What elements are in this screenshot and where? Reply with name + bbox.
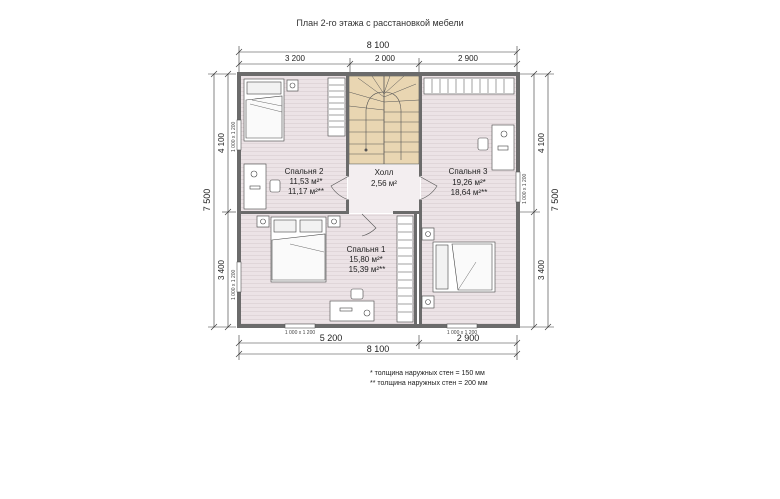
- dim-bottom-segment: 2 900: [457, 333, 480, 343]
- top-dimensions: [235, 46, 521, 72]
- bedroom-1-floor: [241, 214, 414, 324]
- room-name: Спальня 1: [347, 245, 386, 254]
- bedroom-3-furniture: [421, 77, 515, 309]
- staircase: [348, 75, 420, 165]
- dim-left-segment: 3 400: [217, 259, 226, 280]
- dim-top-segment: 3 200: [285, 54, 306, 63]
- window-label: 1 000 x 1 200: [447, 330, 478, 336]
- dim-left-segment: 4 100: [217, 132, 226, 153]
- wardrobe-icon: [423, 77, 515, 95]
- right-dimensions: [520, 70, 554, 331]
- dim-right-segment: 4 100: [537, 132, 546, 153]
- room-name: Холл: [375, 168, 394, 177]
- bottom-dimensions: [235, 335, 521, 360]
- dim-right-total: 7 500: [550, 189, 560, 212]
- room-area: 11,17 м²**: [288, 187, 324, 196]
- dim-left-total: 7 500: [202, 189, 212, 212]
- room-name: Спальня 2: [285, 167, 324, 176]
- dim-top-total: 8 100: [367, 40, 390, 50]
- window-label: 1 000 x 1 200: [231, 121, 237, 152]
- hall-floor: [348, 165, 420, 213]
- chair-icon: [269, 179, 281, 193]
- room-name: Спальня 3: [449, 167, 488, 176]
- plan-title: План 2-го этажа с расстановкой мебели: [296, 18, 463, 28]
- dim-top-segment: 2 900: [458, 54, 479, 63]
- wardrobe-icon: [327, 77, 346, 137]
- window-label: 1 000 x 1 200: [522, 173, 528, 204]
- bedroom-2-furniture: [243, 77, 346, 210]
- room-area: 11,53 м²*: [290, 177, 323, 186]
- dim-bottom-segment: 5 200: [320, 333, 343, 343]
- room-area: 18,64 м²**: [451, 188, 488, 197]
- windows: [236, 119, 521, 329]
- room-area: 19,26 м²*: [452, 178, 486, 187]
- note-line: * толщина наружных стен = 150 мм: [370, 370, 485, 377]
- doors: [330, 175, 438, 237]
- room-area: 2,56 м²: [371, 179, 397, 188]
- note-line: ** толщина наружных стен = 200 мм: [370, 380, 488, 387]
- chair-icon: [477, 137, 489, 151]
- window-label: 1 000 x 1 200: [285, 330, 316, 336]
- dim-right-segment: 3 400: [537, 259, 546, 280]
- chair-icon: [350, 288, 364, 300]
- room-area: 15,39 м²**: [349, 265, 386, 274]
- wardrobe-icon: [396, 215, 414, 323]
- dim-bottom-total: 8 100: [367, 344, 390, 354]
- left-dimensions: [208, 70, 236, 331]
- bedroom-1-furniture: [256, 215, 414, 323]
- dim-top-segment: 2 000: [375, 54, 396, 63]
- window-label: 1 000 x 1 200: [231, 269, 237, 300]
- room-area: 15,80 м²*: [349, 255, 383, 264]
